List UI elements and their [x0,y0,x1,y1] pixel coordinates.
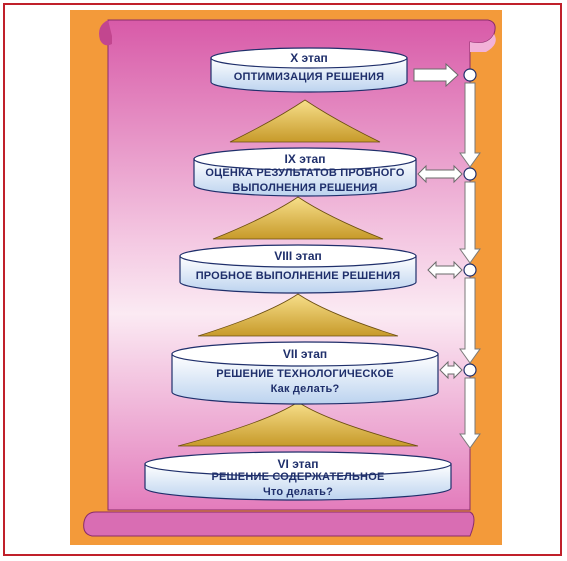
stage-title: X этап [290,51,328,65]
scroll-top-curl [99,20,112,46]
stage-text-line: ПРОБНОЕ ВЫПОЛНЕНИЕ РЕШЕНИЯ [196,270,401,282]
stage-text-line: РЕШЕНИЕ ТЕХНОЛОГИЧЕСКОЕ [216,368,394,380]
down-arrow-icon [459,377,481,449]
right-arrow-icon [413,62,459,88]
down-arrow-icon [459,277,481,364]
scroll-bottom-roll [83,511,475,537]
stage-text-line: Что делать? [263,486,333,498]
circle-node-icon [463,167,477,181]
stage-text-line: ОПТИМИЗАЦИЯ РЕШЕНИЯ [234,71,385,83]
stage-title: VII этап [283,347,327,361]
stage-text-line: РЕШЕНИЕ СОДЕРЖАТЕЛЬНОЕ [211,471,384,483]
connector-cone [197,293,399,337]
stage-text-line: Как делать? [271,383,340,395]
scroll-right-curl [470,34,496,52]
stage-title: VIII этап [274,249,322,263]
double-arrow-icon [427,260,463,280]
double-arrow-icon [439,360,463,380]
stage-title: VI этап [278,457,319,471]
circle-node-icon [463,68,477,82]
down-arrow-icon [459,181,481,264]
circle-node-icon [463,263,477,277]
stage-text-line: ОЦЕНКА РЕЗУЛЬТАТОВ ПРОБНОГО [205,167,404,179]
connector-cone [212,196,384,240]
down-arrow-icon [459,82,481,168]
double-arrow-icon [417,164,463,184]
stage-text-line: ВЫПОЛНЕНИЯ РЕШЕНИЯ [232,182,377,194]
connector-cone [229,99,381,143]
stage-title: IX этап [285,152,326,166]
circle-node-icon [463,363,477,377]
